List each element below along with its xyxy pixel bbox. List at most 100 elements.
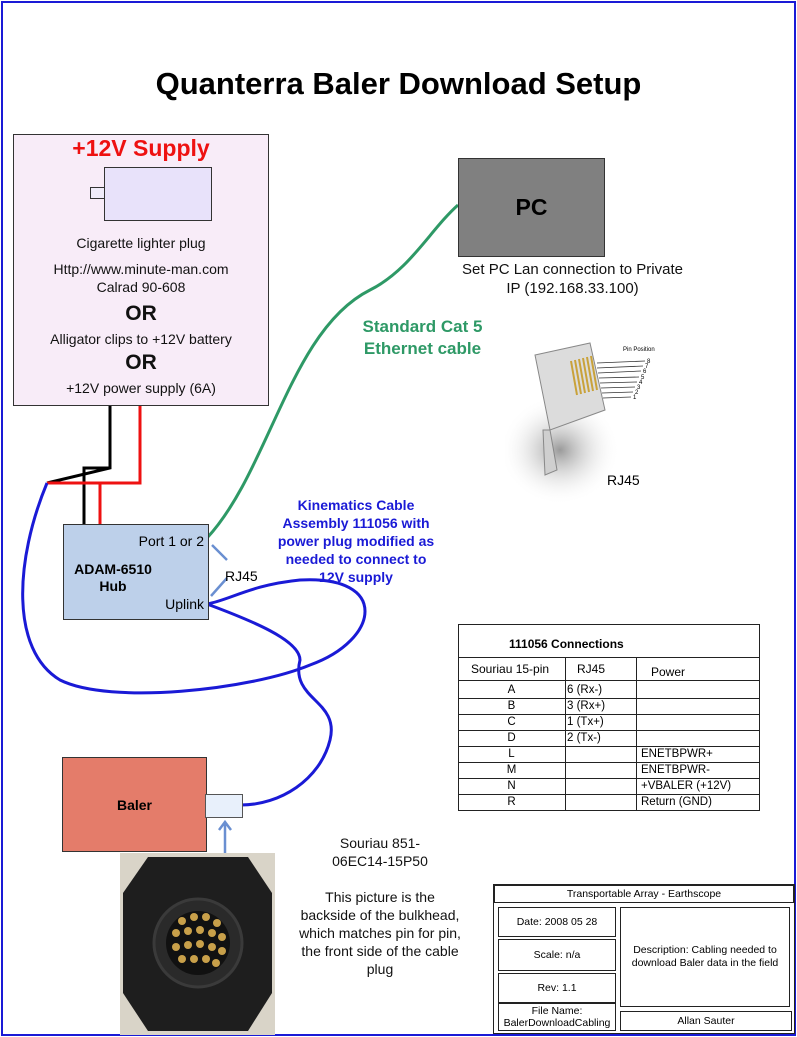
supply-heading: +12V Supply (72, 135, 210, 161)
cell-souriau: N (507, 780, 516, 792)
kinematics-line: power plug modified as (277, 533, 435, 549)
cat5-label-line-1: Standard Cat 5 (362, 317, 483, 336)
supply-line-alligator: Alligator clips to +12V battery (50, 331, 232, 347)
cell-souriau: A (507, 684, 516, 696)
souriau-line: Souriau 851- (339, 835, 421, 851)
cell-souriau: D (507, 732, 516, 744)
cell-power: Return (GND) (641, 796, 712, 808)
cell-rj45: 1 (Tx+) (567, 716, 604, 728)
title-block-scale: Scale: n/a (498, 939, 616, 971)
title-block-description: Description: Cabling needed to download … (620, 907, 790, 1007)
header-power: Power (651, 665, 686, 679)
bulkhead-pins (172, 913, 226, 967)
rj45-cable-stub (542, 429, 558, 476)
rj45-pin-leaders (596, 360, 646, 399)
rj45-pointer-upper (211, 544, 228, 561)
cell-souriau: B (507, 700, 516, 712)
cell-rj45: 6 (Rx-) (567, 684, 603, 696)
baler-label: Baler (116, 796, 153, 813)
header-souriau: Souriau 15-pin (471, 662, 550, 676)
cat5-label: Standard Cat 5 Ethernet cable (330, 316, 515, 360)
rj45-pointer-lower (210, 577, 228, 597)
cell-power: +VBALER (+12V) (641, 780, 732, 792)
cat5-cable (205, 203, 459, 540)
table-row: R Return (GND) (459, 795, 759, 811)
connections-table-title: 111056 Connections (509, 637, 624, 651)
power-black-wire (46, 404, 112, 525)
souriau-spacer (265, 870, 495, 888)
hub-name-line-1: ADAM-6510 (74, 561, 152, 577)
hub-box: Port 1 or 2 ADAM-6510 Hub Uplink (63, 524, 209, 620)
table-divider (565, 657, 566, 810)
rj45-contacts (570, 355, 598, 396)
pc-note-line-2: IP (192.168.33.100) (506, 280, 639, 297)
power-red-wire (47, 404, 142, 525)
supply-line-power: +12V power supply (6A) (66, 380, 216, 396)
cat5-label-line-2: Ethernet cable (363, 339, 482, 358)
diagram-title: Quanterra Baler Download Setup (155, 66, 642, 101)
souriau-line: This picture is the (325, 889, 435, 905)
souriau-line: backside of the bulkhead, (300, 907, 460, 923)
rj45-shadow (505, 395, 620, 505)
supply-line-url: Http://www.minute-man.com (53, 261, 229, 277)
title-block-project: Transportable Array - Earthscope (494, 885, 794, 903)
rj45-caption: RJ45 (607, 472, 640, 488)
souriau-line: 06EC14-15P50 (332, 853, 428, 869)
table-row: B 3 (Rx+) (459, 699, 759, 715)
table-row: M ENETBPWR- (459, 763, 759, 779)
supply-line-plug: Cigarette lighter plug (76, 235, 206, 251)
cell-souriau: C (507, 716, 516, 728)
pc-box: PC (458, 158, 605, 257)
table-row: N +VBALER (+12V) (459, 779, 759, 795)
title-block: Transportable Array - Earthscope Date: 2… (493, 884, 795, 1034)
table-row: D 2 (Tx-) (459, 731, 759, 747)
supply-box: +12V Supply Cigarette lighter plug Http:… (13, 134, 269, 406)
connections-table: 111056 Connections Souriau 15-pin RJ45 P… (458, 624, 760, 811)
table-row: L ENETBPWR+ (459, 747, 759, 763)
kinematics-cable (21, 482, 367, 807)
title-block-rev: Rev: 1.1 (498, 973, 616, 1003)
pc-note: Set PC Lan connection to Private IP (192… (455, 260, 690, 298)
cell-souriau: L (508, 748, 515, 760)
supply-or-1: OR (125, 302, 157, 325)
title-block-author: Allan Sauter (620, 1011, 792, 1031)
title-block-file: File Name: BalerDownloadCabling (498, 1003, 616, 1031)
souriau-line: plug (366, 961, 394, 977)
rj45-pin-position-label: Pin Position (623, 347, 655, 353)
header-rj45: RJ45 (577, 662, 606, 676)
rj45-pin-label: 3 (637, 385, 641, 391)
connections-table-header: Souriau 15-pin RJ45 Power (459, 657, 759, 681)
table-divider (636, 657, 637, 810)
cell-souriau: M (506, 764, 517, 776)
cigarette-plug-icon (104, 167, 212, 221)
title-block-date: Date: 2008 05 28 (498, 907, 616, 937)
kinematics-line: Kinematics Cable (297, 497, 415, 513)
file-name-label: File Name: (531, 1005, 583, 1017)
rj45-illustration: Pin Position 8 7 6 5 4 3 2 1 (505, 342, 655, 505)
supply-line-model: Calrad 90-608 (96, 279, 186, 295)
hub-rj45-label: RJ45 (225, 568, 258, 584)
rj45-pin-label: 8 (647, 359, 651, 365)
kinematics-label: Kinematics Cable Assembly 111056 with po… (258, 496, 454, 586)
file-name-value: BalerDownloadCabling (503, 1017, 611, 1029)
hub-uplink-label: Uplink (165, 596, 204, 612)
rj45-pin-label: 6 (643, 369, 647, 375)
baler-connector (205, 794, 243, 818)
pc-note-line-1: Set PC Lan connection to Private (462, 261, 683, 278)
hub-port-label: Port 1 or 2 (138, 533, 204, 549)
cell-souriau: R (507, 796, 516, 808)
souriau-line: which matches pin for pin, (299, 925, 461, 941)
cell-rj45: 2 (Tx-) (567, 732, 601, 744)
rj45-pin-label: 4 (639, 380, 643, 386)
hub-name: ADAM-6510 Hub (64, 561, 162, 595)
hub-name-line-2: Hub (99, 578, 127, 594)
cell-power: ENETBPWR+ (641, 748, 713, 760)
souriau-note: Souriau 851- 06EC14-15P50 This picture i… (265, 834, 495, 978)
cell-rj45: 3 (Rx+) (567, 700, 606, 712)
rj45-pin-label: 2 (635, 390, 639, 396)
souriau-bulkhead-photo (120, 853, 275, 1035)
table-row: C 1 (Tx+) (459, 715, 759, 731)
table-row: A 6 (Rx-) (459, 683, 759, 699)
souriau-pointer (218, 819, 232, 858)
